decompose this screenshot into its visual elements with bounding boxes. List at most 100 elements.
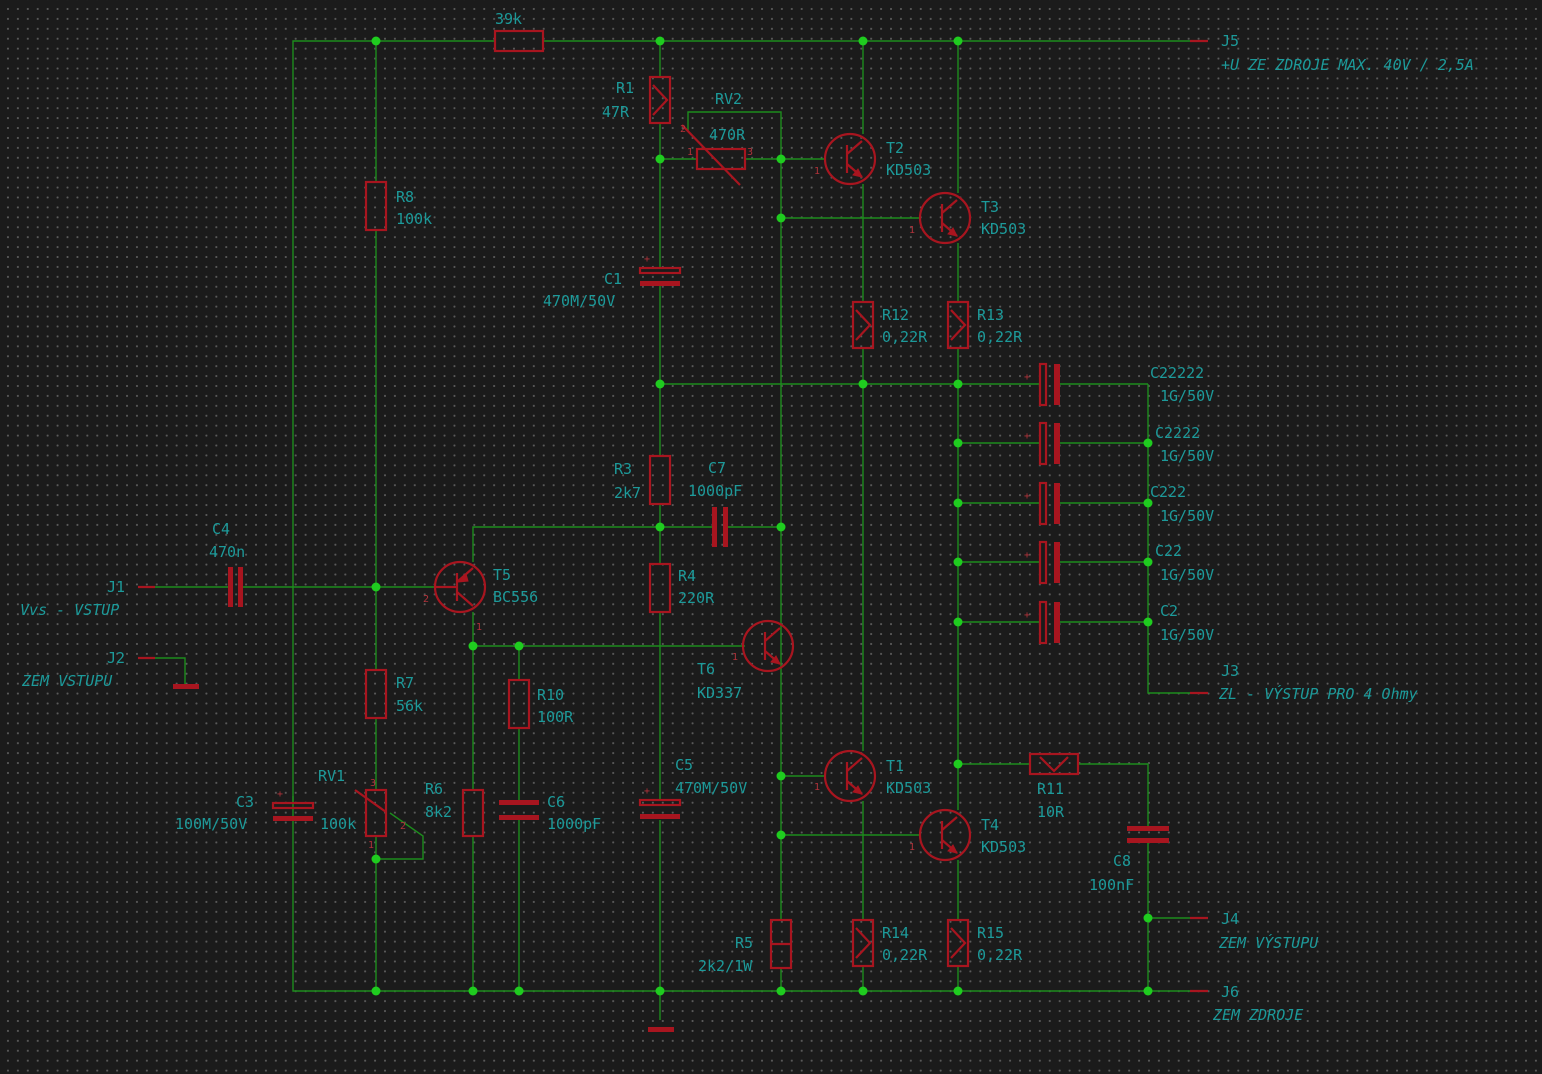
c222-plus: + (1024, 491, 1030, 502)
r8-value: 100k (396, 210, 432, 228)
c8-ref: C8 (1113, 852, 1131, 870)
rv2-value: 470R (709, 126, 746, 144)
capacitor-c22[interactable]: + C22 1G/50V (1024, 540, 1214, 585)
resistor-r15[interactable]: R15 0,22R (946, 918, 1023, 968)
r7-ref: R7 (396, 674, 414, 692)
rv1-value: 100k (320, 815, 356, 833)
j5-ref: J5 (1221, 32, 1239, 50)
trimmer-rv2[interactable]: RV2 470R 1 3 2 (680, 90, 753, 186)
r15-value: 0,22R (977, 946, 1023, 964)
resistor-r10[interactable]: R10 100R (507, 678, 574, 730)
connector-j1[interactable]: J1 Vvs - VSTUP (20, 578, 155, 619)
connector-j2[interactable]: J2 ZEM VSTUPU (21, 649, 155, 690)
rv2-pin-1: 1 (687, 147, 693, 158)
transistor-t1[interactable]: T1 KD503 1 (814, 749, 931, 803)
t6-ref: T6 (697, 660, 715, 678)
c1-plus: + (644, 254, 650, 265)
capacitor-c8[interactable]: C8 100nF (1089, 826, 1169, 894)
c222-ref: C222 (1150, 483, 1186, 501)
capacitor-c7[interactable]: C7 1000pF (688, 459, 742, 547)
t3-value: KD503 (981, 220, 1026, 238)
capacitor-c5[interactable]: + C5 470M/50V (638, 756, 747, 819)
j6-label: ZEM ZDROJE (1212, 1006, 1303, 1024)
capacitor-c3[interactable]: + C3 100M/50V (175, 789, 315, 833)
t2-value: KD503 (886, 161, 931, 179)
resistor-r8[interactable]: R8 100k (364, 180, 432, 232)
c7-value: 1000pF (688, 482, 742, 500)
resistor-r1[interactable]: R1 47R (602, 75, 672, 125)
connector-j3[interactable]: J3 ZL - VÝSTUP PRO 4 Ohmy (1190, 662, 1418, 703)
c22-value: 1G/50V (1160, 566, 1214, 584)
c5-ref: C5 (675, 756, 693, 774)
capacitor-c2222[interactable]: + C2222 1G/50V (1024, 421, 1214, 466)
r5-ref: R5 (735, 934, 753, 952)
resistor-r12[interactable]: R12 0,22R (851, 300, 928, 350)
connector-j4[interactable]: J4 ZEM VÝSTUPU (1190, 910, 1319, 952)
r14-ref: R14 (882, 924, 909, 942)
r11-value: 10R (1037, 803, 1065, 821)
c6-value: 1000pF (547, 815, 601, 833)
c8-value: 100nF (1089, 876, 1134, 894)
capacitor-c2[interactable]: + C2 1G/50V (1024, 600, 1214, 645)
c22-plus: + (1024, 550, 1030, 561)
potentiometer-rv1[interactable]: RV1 100k 2 3 1 (318, 767, 406, 851)
capacitor-c1[interactable]: + C1 470M/50V (543, 254, 682, 310)
t5-pin-1: 1 (476, 622, 482, 633)
t3-ref: T3 (981, 198, 999, 216)
capacitor-c222[interactable]: + C222 1G/50V (1024, 481, 1214, 526)
c1-ref: C1 (604, 270, 622, 288)
r3-value: 2k7 (614, 484, 641, 502)
r4-ref: R4 (678, 567, 696, 585)
r10-value: 100R (537, 708, 574, 726)
t1-ref: T1 (886, 757, 904, 775)
transistor-t5[interactable]: T5 BC556 2 1 (423, 560, 538, 633)
transistor-t3[interactable]: T3 KD503 1 (909, 191, 1026, 245)
t6-pin-1: 1 (732, 652, 738, 663)
c4-ref: C4 (212, 520, 230, 538)
c1-value: 470M/50V (543, 292, 615, 310)
resistor-r3[interactable]: R3 2k7 (614, 454, 672, 506)
ground-symbol-input (173, 684, 199, 689)
j2-ref: J2 (107, 649, 125, 667)
j1-ref: J1 (107, 578, 125, 596)
c3-value: 100M/50V (175, 815, 247, 833)
transistor-t2[interactable]: T2 KD503 1 (814, 132, 931, 186)
resistor-39k[interactable]: 39k (493, 10, 545, 53)
c2-plus: + (1024, 610, 1030, 621)
rv2-pin-3: 3 (747, 147, 753, 158)
capacitor-c4[interactable]: C4 470n (209, 520, 245, 607)
r1-ref: R1 (616, 79, 634, 97)
t6-value: KD337 (697, 684, 742, 702)
resistor-r14[interactable]: R14 0,22R (851, 918, 928, 968)
wires (155, 40, 1190, 1020)
r6-value: 8k2 (425, 803, 452, 821)
capacitor-c6[interactable]: C6 1000pF (499, 793, 601, 833)
r3-ref: R3 (614, 460, 632, 478)
r15-ref: R15 (977, 924, 1004, 942)
resistor-r13[interactable]: R13 0,22R (946, 300, 1023, 350)
r12-value: 0,22R (882, 328, 928, 346)
resistor-r11[interactable]: R11 10R (1028, 752, 1080, 821)
c22222-plus: + (1024, 372, 1030, 383)
resistor-r5[interactable]: R5 2k2/1W (698, 918, 793, 975)
junctions (371, 36, 1153, 996)
transistor-t6[interactable]: T6 KD337 1 (697, 619, 795, 702)
r8-ref: R8 (396, 188, 414, 206)
resistor-r7[interactable]: R7 56k (364, 668, 423, 720)
resistor-r4[interactable]: R4 220R (648, 562, 715, 614)
r13-ref: R13 (977, 306, 1004, 324)
r4-value: 220R (678, 589, 715, 607)
ground-symbol-main (648, 1027, 674, 1032)
resistor-r6[interactable]: R6 8k2 (425, 780, 485, 838)
r14-value: 0,22R (882, 946, 928, 964)
c5-value: 470M/50V (675, 779, 747, 797)
connector-j6[interactable]: J6 ZEM ZDROJE (1190, 983, 1303, 1024)
t4-value: KD503 (981, 838, 1026, 856)
transistor-t4[interactable]: T4 KD503 1 (909, 808, 1026, 862)
c22222-value: 1G/50V (1160, 387, 1214, 405)
capacitor-c22222[interactable]: + C22222 1G/50V (1024, 362, 1214, 407)
t1-pin-1: 1 (814, 782, 820, 793)
c2222-plus: + (1024, 431, 1030, 442)
connector-j5[interactable]: J5 +U ZE ZDROJE MAX. 40V / 2,5A (1190, 32, 1474, 74)
